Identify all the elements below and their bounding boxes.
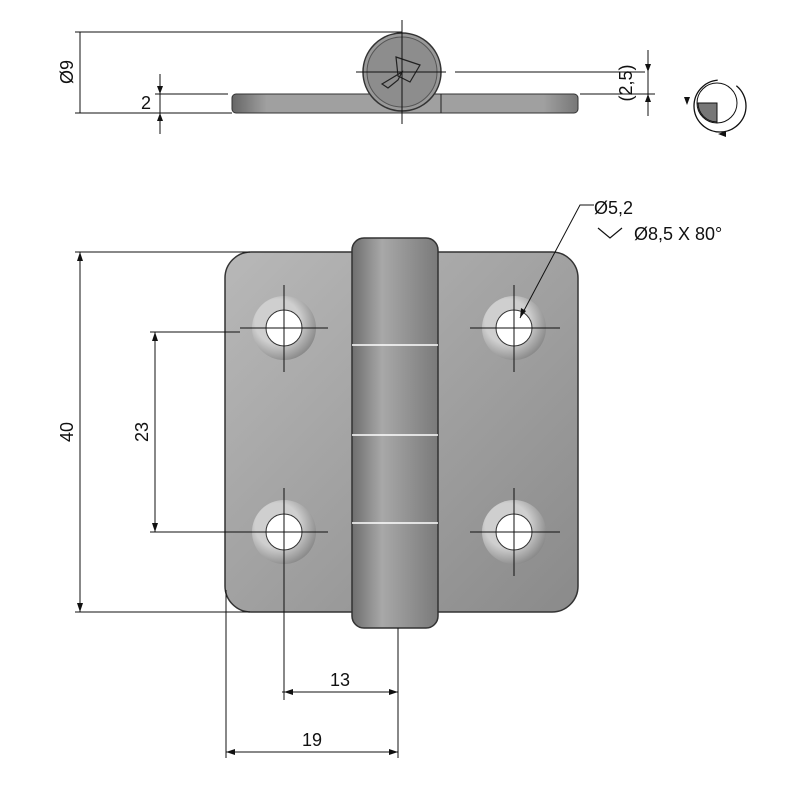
countersink-callout: Ø8,5 X 80° (634, 224, 722, 244)
logo-icon (380, 56, 421, 89)
half-width-dimension: 19 (302, 730, 322, 750)
hinge-knuckle (351, 237, 439, 629)
hole-diameter-callout: Ø5,2 (594, 198, 633, 218)
front-view: 40 23 13 19 Ø5,2 Ø8,5 X 80° (57, 198, 722, 758)
offset-dimension: (2,5) (616, 64, 636, 101)
hole-offset-dimension: 13 (330, 670, 350, 690)
height-dimension: 40 (57, 422, 77, 442)
thickness-dimension: 2 (141, 93, 151, 113)
third-angle-projection-icon (684, 79, 747, 137)
diameter-dimension: Ø9 (57, 60, 77, 84)
countersink-symbol-icon (597, 227, 623, 239)
hole-spacing-dimension: 23 (132, 422, 152, 442)
top-view: Ø9 2 (2,5) (57, 20, 747, 137)
